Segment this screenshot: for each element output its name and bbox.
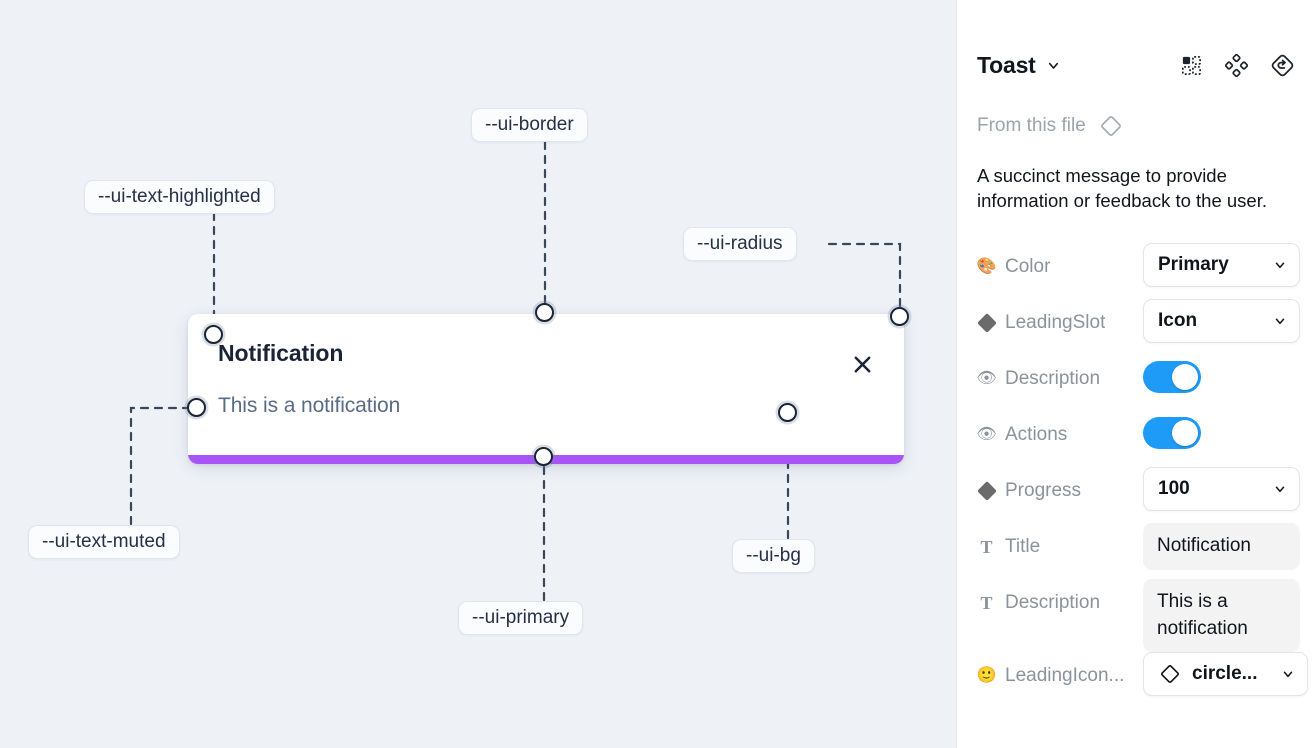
from-this-file-label: From this file [977,115,1086,136]
reset-diamond-icon[interactable] [1270,53,1295,78]
leadingicon-select[interactable]: circle... [1143,652,1308,697]
annotation-pill-ui-radius[interactable]: --ui-radius [683,227,797,261]
palette-emoji-icon: 🎨 [977,258,997,275]
chevron-down-icon [1281,667,1295,681]
property-label-description-text: T Description [977,579,1143,614]
property-row-progress: Progress 100 [977,467,1305,523]
handle-node-ui-text-muted[interactable] [187,398,206,417]
text-t-icon: T [980,593,993,613]
variants-diamond-icon[interactable] [1225,54,1248,77]
eye-emoji-icon: 👁 [977,426,997,443]
property-row-actions-visibility: 👁 Actions [977,411,1305,467]
handle-node-ui-radius[interactable] [890,307,909,326]
design-canvas[interactable]: Notification This is a notification --ui… [0,0,956,748]
annotation-pill-ui-text-highlighted[interactable]: --ui-text-highlighted [84,180,275,214]
diamond-icon [977,481,997,501]
panel-title: Toast [977,52,1036,78]
leadingslot-select[interactable]: Icon [1143,299,1300,343]
chevron-down-icon[interactable] [1046,58,1061,73]
actions-toggle[interactable] [1143,417,1201,449]
chevron-down-icon [1273,258,1287,272]
property-label-leadingicon: 🙂 LeadingIcon... [977,665,1125,687]
close-x-icon[interactable] [850,352,874,376]
annotation-pill-ui-text-muted[interactable]: --ui-text-muted [28,525,180,559]
properties-panel: Toast [956,0,1312,748]
property-row-description-text: T Description This is a notification [977,579,1305,653]
eye-emoji-icon: 👁 [977,370,997,387]
annotation-pill-ui-bg[interactable]: --ui-bg [732,539,815,573]
progress-select[interactable]: 100 [1143,467,1300,511]
annotation-pill-ui-primary[interactable]: --ui-primary [458,601,584,635]
panel-header: Toast [977,52,1295,79]
handle-node-ui-bg[interactable] [778,403,797,422]
property-row-color: 🎨 Color Primary [977,243,1305,299]
handle-node-ui-primary[interactable] [534,447,553,466]
handle-node-ui-border[interactable] [535,303,554,322]
from-this-file-row: From this file [977,113,1124,139]
property-label-progress: Progress [977,467,1143,502]
title-input[interactable]: Notification [1143,523,1300,570]
property-row-title: T Title Notification [977,523,1305,579]
color-select[interactable]: Primary [1143,243,1300,287]
diamond-icon [977,313,997,333]
toast-title: Notification [218,340,344,366]
toast-description: This is a notification [218,394,401,417]
property-list: 🎨 Color Primary LeadingSlot [977,243,1308,708]
property-label-description-visibility: 👁 Description [977,368,1101,389]
property-row-leadingslot: LeadingSlot Icon [977,299,1305,355]
description-toggle[interactable] [1143,361,1201,393]
component-grid-icon[interactable] [1180,54,1203,77]
property-row-description-visibility: 👁 Description [977,355,1305,411]
property-label-color: 🎨 Color [977,256,1051,277]
diamond-outline-icon [1158,662,1182,686]
chevron-down-icon [1273,314,1287,328]
smiley-emoji-icon: 🙂 [977,667,997,685]
property-label-actions-visibility: 👁 Actions [977,424,1068,445]
handle-node-ui-text-highlighted[interactable] [204,325,223,344]
annotation-pill-ui-border[interactable]: --ui-border [471,108,588,142]
chevron-down-icon [1273,482,1287,496]
property-label-title: T Title [977,523,1143,558]
property-row-leadingicon: 🙂 LeadingIcon... circle... [977,652,1308,708]
component-description: A succinct message to provide informatio… [977,165,1268,212]
text-t-icon: T [980,537,993,557]
panel-header-actions [1180,53,1295,78]
description-input[interactable]: This is a notification [1143,579,1300,653]
diamond-outline-icon [1098,113,1124,139]
toast-preview-card[interactable]: Notification This is a notification [188,314,904,464]
property-label-leadingslot: LeadingSlot [977,299,1143,334]
